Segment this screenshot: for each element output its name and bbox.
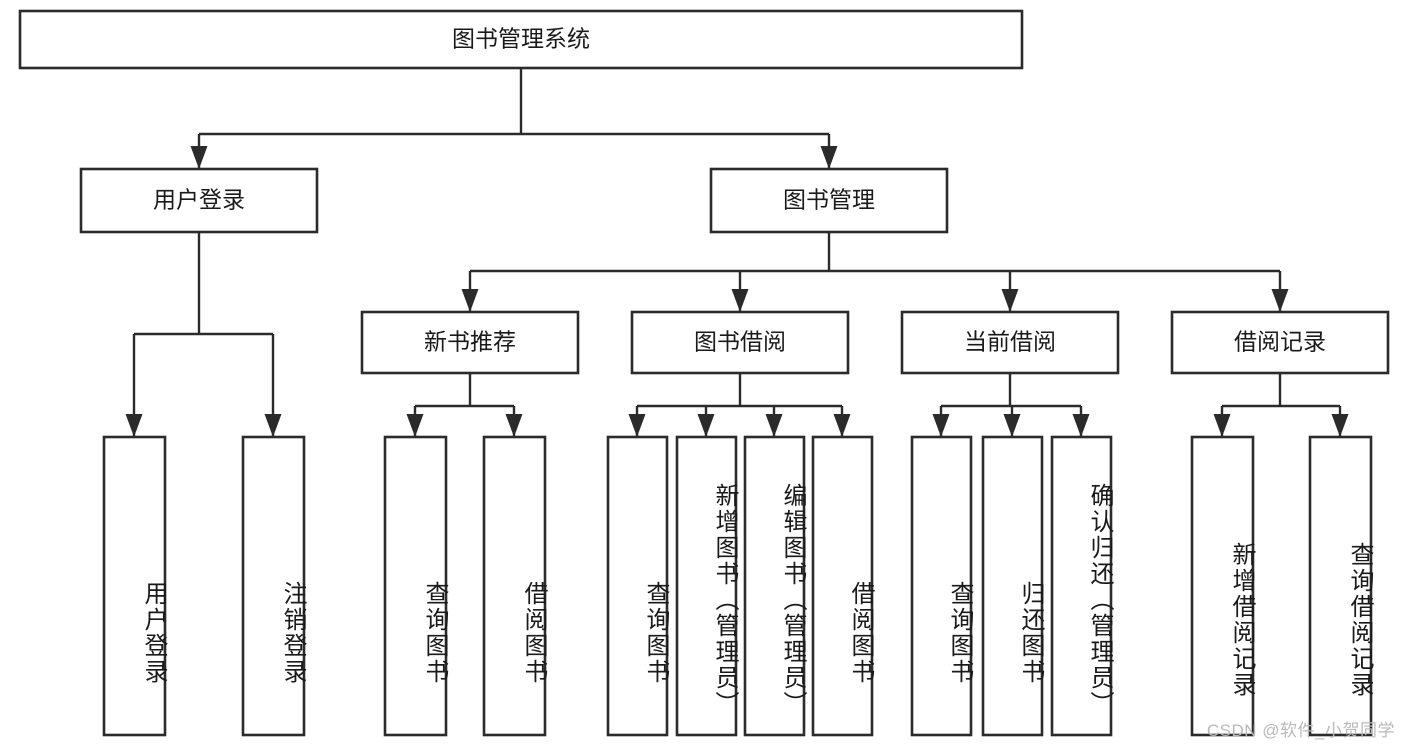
- node-box-leaf-query-book-current[interactable]: [910, 435, 973, 737]
- arrow-head-icon: [1003, 414, 1021, 437]
- connector-layer: [125, 68, 1349, 437]
- node-label-book-management: 图书管理: [783, 187, 875, 213]
- node-layer: [18, 9, 1390, 737]
- arrow-head-icon: [1331, 414, 1349, 437]
- node-box-user-login[interactable]: [79, 167, 319, 234]
- arrow-head-icon: [833, 414, 851, 437]
- node-box-leaf-borrow-book[interactable]: [811, 435, 874, 737]
- node-box-leaf-query-borrow-record[interactable]: [1308, 435, 1373, 737]
- arrow-head-icon: [190, 146, 208, 169]
- node-box-current-borrow[interactable]: [900, 310, 1120, 375]
- node-box-leaf-user-login[interactable]: [102, 435, 167, 737]
- arrow-head-icon: [731, 289, 749, 312]
- arrow-head-icon: [628, 414, 646, 437]
- node-box-new-book-recommend[interactable]: [360, 310, 580, 375]
- node-box-leaf-borrow-book-recommend[interactable]: [482, 435, 547, 737]
- node-box-borrow-record[interactable]: [1170, 310, 1390, 375]
- arrow-head-icon: [932, 414, 950, 437]
- arrow-head-icon: [125, 414, 143, 437]
- node-label-new-book-recommend: 新书推荐: [424, 329, 516, 355]
- node-box-book-management[interactable]: [709, 167, 949, 234]
- arrow-head-icon: [505, 414, 523, 437]
- node-box-leaf-add-book-admin[interactable]: [675, 435, 738, 737]
- arrow-head-icon: [461, 289, 479, 312]
- node-label-borrow-record: 借阅记录: [1234, 329, 1326, 355]
- arrow-head-icon: [1001, 289, 1019, 312]
- arrow-head-icon: [1072, 414, 1090, 437]
- arrow-head-icon: [1213, 414, 1231, 437]
- node-box-root[interactable]: [18, 9, 1024, 70]
- node-box-leaf-add-borrow-record[interactable]: [1190, 435, 1255, 737]
- node-box-leaf-query-book-borrow[interactable]: [606, 435, 669, 737]
- node-label-user-login: 用户登录: [153, 187, 245, 213]
- node-label-book-borrow: 图书借阅: [694, 329, 786, 355]
- node-box-leaf-user-logout[interactable]: [241, 435, 306, 737]
- arrow-head-icon: [406, 414, 424, 437]
- watermark-text: CSDN @软件_小贺同学: [1206, 721, 1395, 740]
- arrow-head-icon: [765, 414, 783, 437]
- node-box-leaf-edit-book-admin[interactable]: [743, 435, 806, 737]
- arrow-head-icon: [820, 146, 838, 169]
- arrow-head-icon: [697, 414, 715, 437]
- node-box-leaf-confirm-return-admin[interactable]: [1050, 435, 1113, 737]
- arrow-head-icon: [1271, 289, 1289, 312]
- node-label-root: 图书管理系统: [452, 26, 590, 52]
- node-box-leaf-query-book-recommend[interactable]: [383, 435, 448, 737]
- node-label-current-borrow: 当前借阅: [964, 329, 1056, 355]
- node-box-leaf-return-book[interactable]: [981, 435, 1044, 737]
- arrow-head-icon: [264, 414, 282, 437]
- node-box-book-borrow[interactable]: [630, 310, 850, 375]
